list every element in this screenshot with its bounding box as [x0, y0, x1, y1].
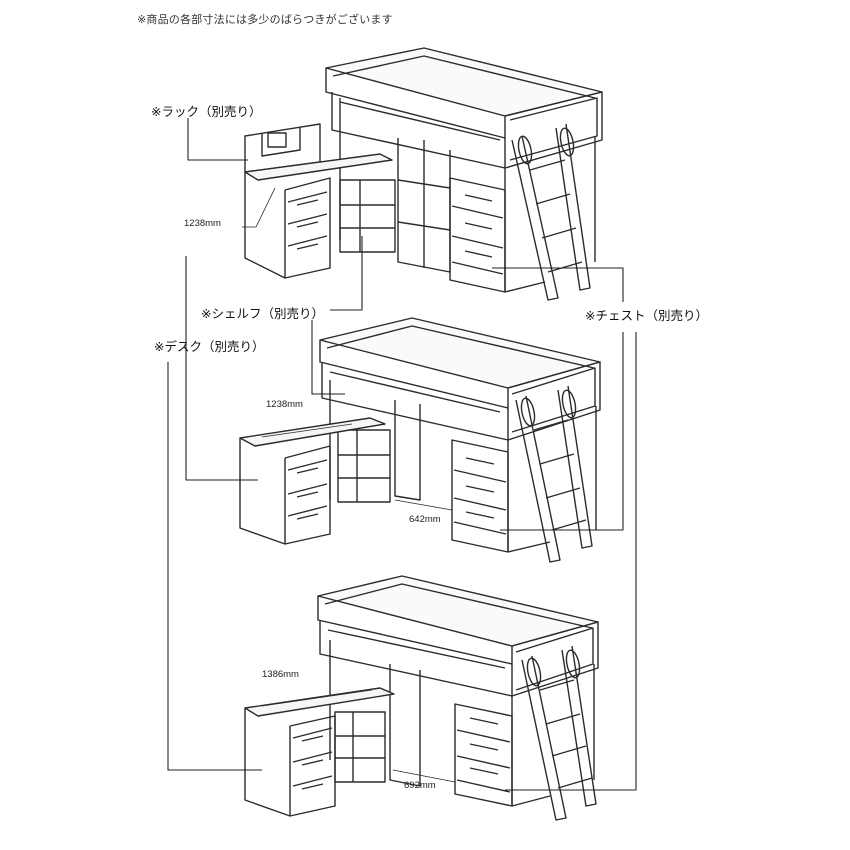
chest-bottom	[454, 703, 513, 807]
config-top	[244, 47, 603, 301]
middle-desk-width: 1238mm	[266, 399, 303, 410]
loft-bed-top	[325, 47, 603, 301]
chest-top	[449, 177, 506, 293]
desk-middle	[239, 417, 386, 545]
ladder-middle	[515, 385, 593, 563]
config-middle	[239, 317, 601, 563]
config-bottom	[244, 575, 599, 821]
dimension-variance-note: ※商品の各部寸法には多少のばらつきがございます	[137, 13, 393, 26]
bottom-desk-width: 1386mm	[262, 669, 299, 680]
top-desk-width: 1238mm	[184, 218, 221, 229]
ladder-top	[511, 123, 591, 301]
loft-bed-bottom	[317, 575, 599, 821]
chest-label: ※チェスト（別売り）	[585, 308, 708, 323]
chest-middle	[451, 439, 509, 553]
ladder-bottom	[521, 645, 597, 821]
bottom-gap-width: 692mm	[404, 780, 436, 791]
loft-bed-middle	[319, 317, 601, 563]
desk-label: ※デスク（別売り）	[154, 339, 265, 354]
callout-lines	[167, 118, 637, 791]
rack-label: ※ラック（別売り）	[151, 104, 262, 119]
rack-desk-top	[244, 123, 393, 279]
middle-gap-width: 642mm	[409, 514, 441, 525]
desk-bottom	[244, 687, 395, 817]
shelf-label: ※シェルフ（別売り）	[201, 306, 324, 321]
